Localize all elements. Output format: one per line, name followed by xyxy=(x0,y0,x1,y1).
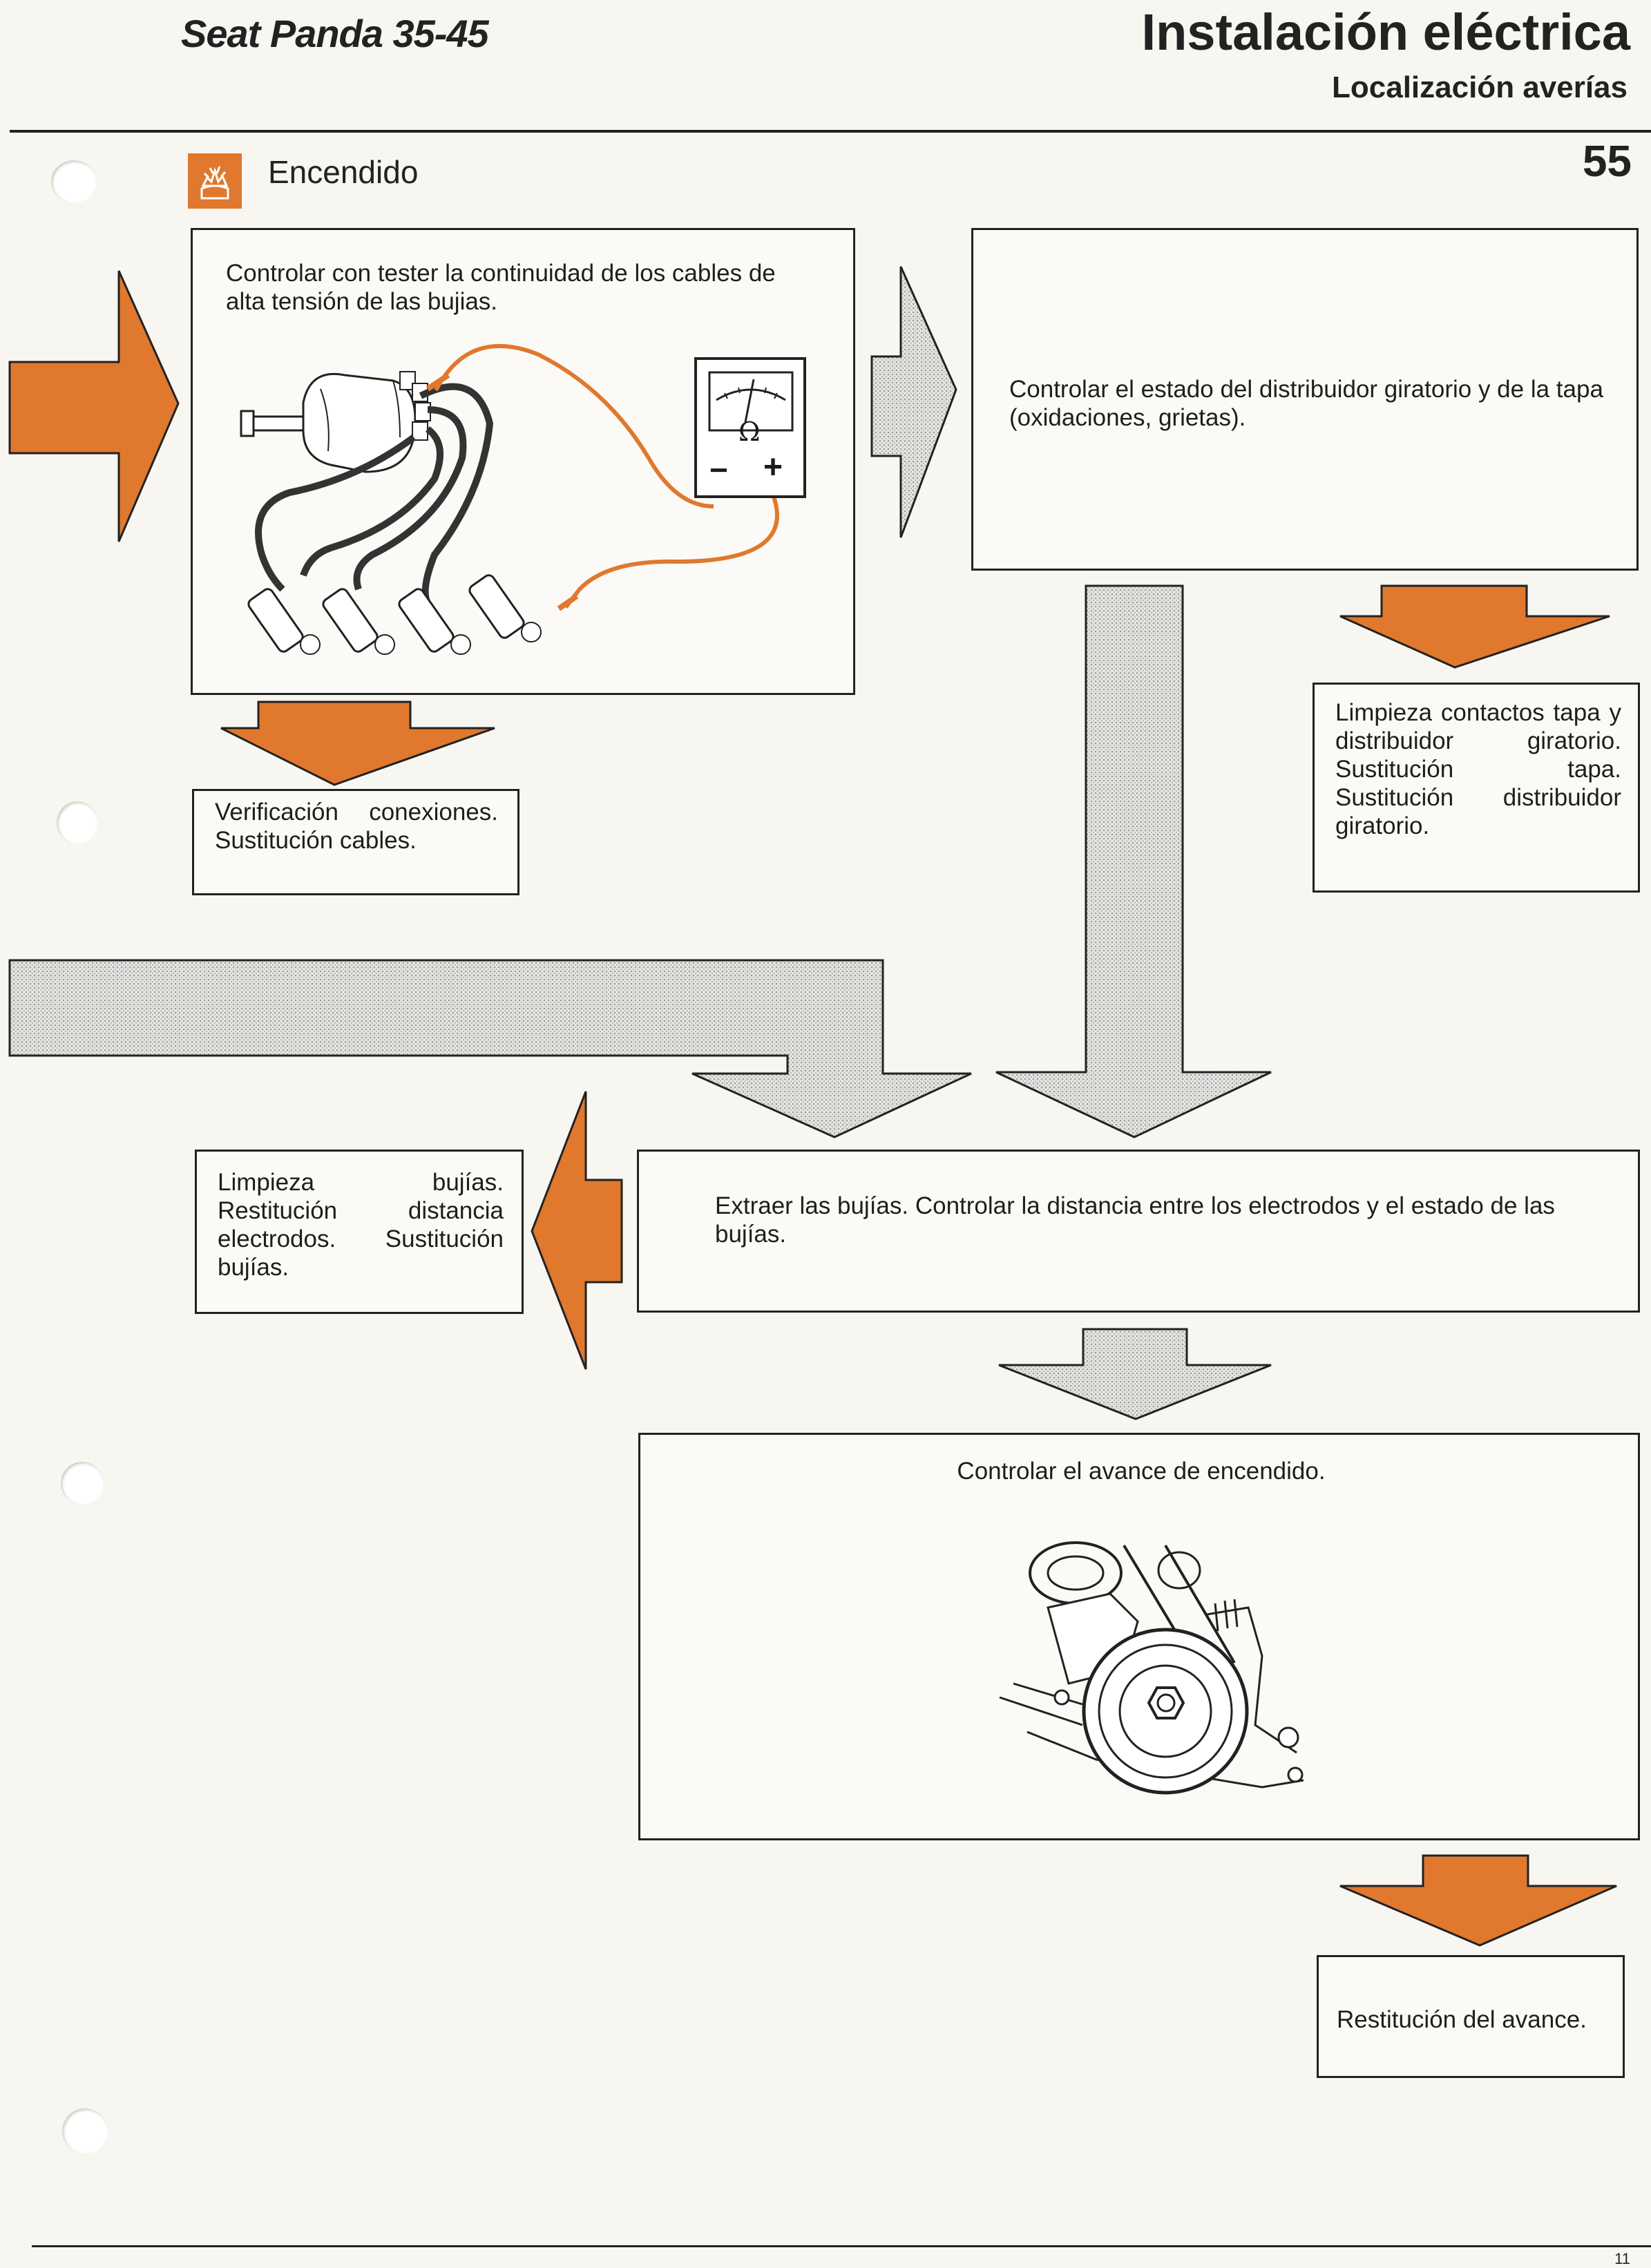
step-check-advance: Controlar el avance de encendido. xyxy=(638,1433,1640,1840)
step-text: Controlar con tester la continuidad de l… xyxy=(226,260,776,315)
fix-distributor: Limpieza contactos tapa y distribuidor g… xyxy=(1313,683,1640,893)
tester-plus: + xyxy=(763,449,783,486)
tester-minus: − xyxy=(709,452,728,488)
header-divider xyxy=(10,130,1651,133)
step-check-plugs: Extraer las bujías. Controlar la distanc… xyxy=(637,1150,1640,1313)
step-text: Extraer las bujías. Controlar la distanc… xyxy=(715,1192,1555,1248)
footer-divider xyxy=(32,2245,1651,2247)
fix-advance: Restitución del avance. xyxy=(1317,1955,1625,2078)
fix-text: Limpieza bujías. Restitución distancia e… xyxy=(218,1169,504,1281)
section-title: Encendido xyxy=(268,154,419,190)
sheet-number: 11 xyxy=(1614,2250,1630,2267)
fix-text: Limpieza contactos tapa y distribuidor g… xyxy=(1335,699,1621,839)
step-check-cables: Controlar con tester la continuidad de l… xyxy=(191,228,855,695)
step-text: Controlar el estado del distribuidor gir… xyxy=(1009,376,1603,431)
tester-illustration xyxy=(240,343,806,655)
binder-hole xyxy=(51,160,97,203)
step-check-distributor: Controlar el estado del distribuidor gir… xyxy=(971,228,1639,571)
fix-plugs: Limpieza bujías. Restitución distancia e… xyxy=(195,1150,524,1314)
model-title: Seat Panda 35-45 xyxy=(181,12,489,55)
fix-cables: Verificación conexiones. Sustitución cab… xyxy=(192,789,519,895)
page-subtitle: Localización averías xyxy=(1332,70,1628,104)
fix-text: Verificación conexiones. Sustitución cab… xyxy=(215,799,498,854)
binder-hole xyxy=(61,1462,104,1505)
engine-pulley-illustration xyxy=(999,1541,1304,1795)
page-number: 55 xyxy=(1582,136,1632,186)
step-text: Controlar el avance de encendido. xyxy=(957,1458,1326,1485)
binder-hole xyxy=(57,801,98,844)
binder-hole xyxy=(62,2108,108,2154)
ohm-symbol: Ω xyxy=(738,417,761,447)
page-title: Instalación eléctrica xyxy=(1141,3,1630,61)
ignition-spark-icon xyxy=(188,153,242,209)
fix-text: Restitución del avance. xyxy=(1337,2006,1587,2033)
